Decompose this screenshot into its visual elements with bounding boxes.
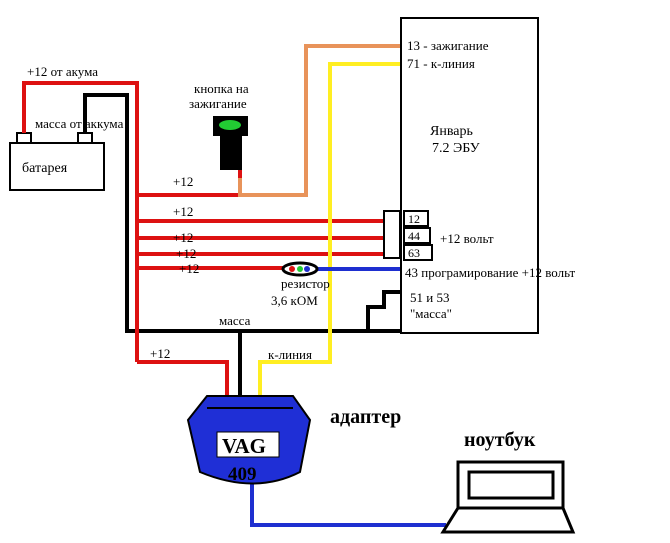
kline-wire-label: к-линия <box>268 347 312 362</box>
wire-label-plus12: +12 <box>176 246 196 261</box>
push-button-icon <box>213 116 248 170</box>
button-label-2: зажигание <box>189 96 247 111</box>
pin-box-44 <box>403 227 431 244</box>
pin-box-63 <box>403 244 433 261</box>
resistor-icon <box>281 261 319 277</box>
battery-label: батарея <box>22 161 68 176</box>
resistor-label-1: резистор <box>281 276 330 291</box>
ecu-pin-ground-1: 51 и 53 <box>410 290 449 305</box>
wire-label-plus12: +12 <box>173 204 193 219</box>
pin-label-12: 12 <box>408 212 420 226</box>
laptop-label: ноутбук <box>464 429 536 451</box>
kline-wire <box>258 62 400 396</box>
battery-icon <box>9 132 105 191</box>
ecu-title-1: Январь <box>430 124 473 139</box>
adapter-title: адаптер <box>330 406 401 428</box>
vag-adapter-icon <box>186 395 312 485</box>
ground-wires <box>83 93 400 398</box>
laptop-icon <box>440 460 576 534</box>
adapter-model: VAG <box>222 434 266 458</box>
ecu-pin-ignition: 13 - зажигание <box>407 38 489 53</box>
adapter-number: 409 <box>228 464 257 485</box>
usb-cable <box>250 484 446 527</box>
pin-label-44: 44 <box>408 229 420 243</box>
wire-label-plus12: +12 <box>150 346 170 361</box>
ecu-pin-kline: 71 - к-линия <box>407 56 475 71</box>
pin-box-12 <box>403 210 429 227</box>
ignition-wire <box>238 44 400 197</box>
ecu-pin-prog: 43 програмирование +12 вольт <box>405 265 576 280</box>
ecu-pin-ground-2: "масса" <box>410 306 452 321</box>
ecu-box <box>400 17 539 334</box>
battery-ground-label: масса от аккума <box>35 116 124 131</box>
wire-label-plus12: +12 <box>173 230 193 245</box>
wire-label-plus12: +12 <box>173 174 193 189</box>
pin-label-63: 63 <box>408 246 420 260</box>
resistor-label-2: 3,6 кОМ <box>271 293 318 308</box>
ground-wire-label: масса <box>219 313 251 328</box>
pins-12v-note: +12 вольт <box>440 231 494 246</box>
battery-plus-label: +12 от акума <box>27 64 98 79</box>
button-label-1: кнопка на <box>194 81 249 96</box>
ecu-title-2: 7.2 ЭБУ <box>432 141 480 156</box>
wire-label-plus12: +12 <box>179 261 199 276</box>
ecu-pin-boxes <box>383 210 433 261</box>
